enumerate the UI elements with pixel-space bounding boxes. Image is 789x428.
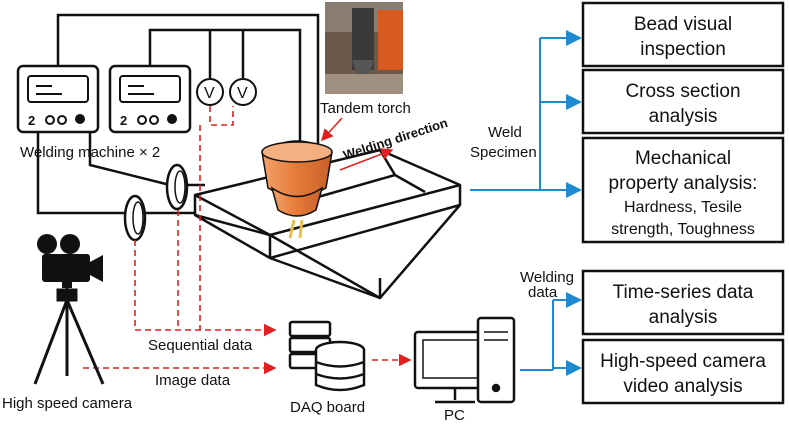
svg-text:V: V (204, 85, 215, 102)
image-data-label: Image data (155, 372, 231, 389)
current-sensor-2 (165, 163, 189, 211)
tandem-torch-photo (325, 2, 403, 94)
voltmeter-2: V (229, 78, 257, 106)
svg-text:Mechanical: Mechanical (635, 148, 731, 169)
svg-text:strength, Toughness: strength, Toughness (611, 221, 755, 238)
svg-text:Bead visual: Bead visual (634, 14, 732, 35)
current-sensor-1 (123, 194, 147, 242)
svg-text:analysis: analysis (649, 307, 718, 328)
camera-icon (37, 234, 103, 288)
box-cross-section: Cross section analysis (581, 68, 785, 135)
daq-label: DAQ board (290, 399, 365, 416)
welding-machine-label: Welding machine × 2 (20, 144, 160, 161)
svg-text:Time-series data: Time-series data (613, 282, 754, 303)
tripod-icon (33, 288, 105, 385)
torch-pointer (320, 117, 343, 142)
box-high-speed-video: High-speed camera video analysis (581, 338, 785, 405)
welding-machine-1: 2 (16, 64, 100, 134)
daq-board-icon (288, 320, 366, 392)
box-mechanical-property: Mechanical property analysis: Hardness, … (581, 136, 785, 244)
box-time-series: Time-series data analysis (581, 269, 785, 336)
svg-text:2: 2 (28, 113, 35, 128)
power-wires (36, 13, 320, 215)
svg-text:Hardness, Tesile: Hardness, Tesile (624, 199, 742, 216)
flow-arrows (470, 30, 582, 376)
svg-text:2: 2 (120, 113, 127, 128)
signal-lines (83, 106, 412, 375)
box-bead-inspection: Bead visual inspection (581, 1, 785, 68)
voltmeter-1: V (196, 78, 224, 106)
welding-data-label-1: Welding (520, 269, 574, 286)
svg-text:Cross section: Cross section (625, 81, 740, 102)
welding-machine-2: 2 (108, 64, 192, 134)
svg-text:property analysis:: property analysis: (609, 173, 758, 194)
torch-body (261, 140, 333, 239)
weld-specimen-label-2: Specimen (470, 144, 537, 161)
svg-text:video analysis: video analysis (623, 376, 742, 397)
weld-specimen-label-1: Weld (488, 124, 522, 141)
welding-data-label-2: data (528, 284, 558, 301)
svg-text:analysis: analysis (649, 106, 718, 127)
camera-label: High speed camera (2, 395, 133, 412)
svg-text:High-speed camera: High-speed camera (600, 351, 766, 372)
pc-icon (413, 316, 516, 404)
svg-text:V: V (237, 85, 248, 102)
pc-label: PC (444, 407, 465, 423)
sequential-data-label: Sequential data (148, 337, 253, 354)
tandem-torch-label: Tandem torch (320, 100, 411, 117)
svg-text:inspection: inspection (640, 39, 726, 60)
